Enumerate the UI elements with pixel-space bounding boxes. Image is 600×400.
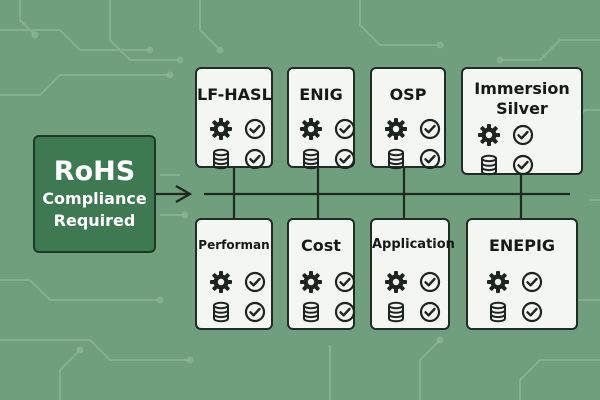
check-circle-icon [418,117,442,141]
check-circle-icon [511,123,535,147]
database-icon [209,147,233,171]
card-title: OSP [389,85,427,104]
gear-icon [209,270,233,294]
database-icon [299,147,323,171]
check-circle-icon [418,270,442,294]
check-circle-icon [520,270,544,294]
card-enepig: ENEPIG [466,218,578,330]
card-performance: Performan [195,218,273,330]
card-lf-hasl: LF-HASL [195,67,273,168]
check-circle-icon [511,153,535,177]
source-box: RoHS Compliance Required [33,135,156,253]
check-circle-icon [243,117,267,141]
card-title: Application [372,237,455,252]
database-icon [209,300,233,324]
check-circle-icon [243,270,267,294]
database-icon [299,300,323,324]
source-title: RoHS [53,156,136,187]
database-icon [384,300,408,324]
database-icon [486,300,510,324]
source-line-1: Compliance [42,189,147,208]
check-circle-icon [418,147,442,171]
database-icon [384,147,408,171]
gear-icon [209,117,233,141]
card-title: ENEPIG [488,236,556,255]
check-circle-icon [333,270,357,294]
card-title: LF-HASL [197,85,272,104]
card-title-line-1: Immersion [474,79,570,98]
gear-icon [384,270,408,294]
check-circle-icon [520,300,544,324]
card-title: Performan [198,238,270,252]
check-circle-icon [418,300,442,324]
gear-icon [384,117,408,141]
check-circle-icon [333,117,357,141]
database-icon [477,153,501,177]
gear-icon [299,270,323,294]
card-title: ENIG [299,85,343,104]
gear-icon [486,270,510,294]
card-application: Application [370,218,455,330]
gear-icon [477,123,501,147]
card-cost: Cost [287,218,355,330]
card-title-line-2: Silver [496,99,548,118]
check-circle-icon [243,147,267,171]
card-immersion-silver: Immersion Silver [461,67,583,175]
card-osp: OSP [370,67,446,168]
source-line-2: Required [53,211,136,230]
check-circle-icon [333,300,357,324]
card-enig: ENIG [287,67,355,168]
card-title: Cost [301,236,341,255]
gear-icon [299,117,323,141]
check-circle-icon [333,147,357,171]
check-circle-icon [243,300,267,324]
